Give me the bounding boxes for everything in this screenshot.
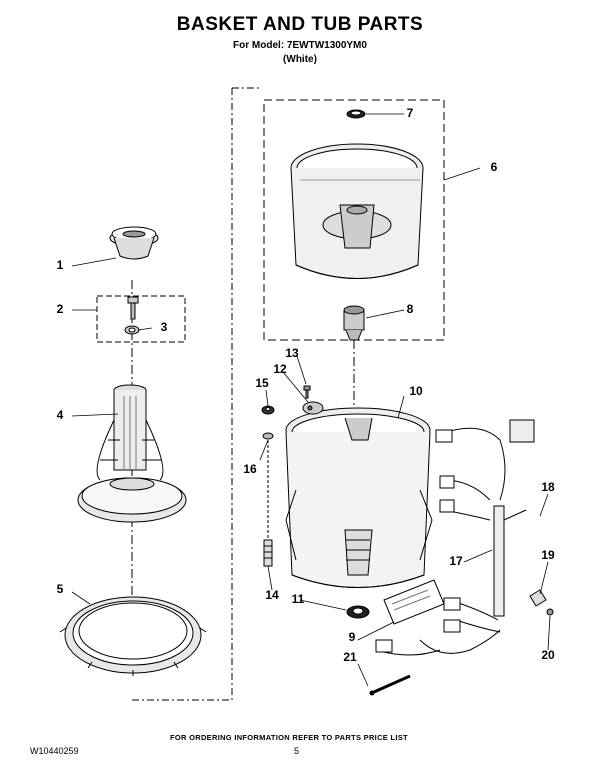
tub-seal-icon — [346, 605, 370, 619]
callout-19: 19 — [541, 548, 555, 562]
callout-16: 16 — [243, 462, 257, 476]
assembly-boundary-line — [130, 88, 233, 701]
callout-21: 21 — [343, 650, 357, 664]
wash-basket-icon — [290, 143, 424, 279]
agitator-icon — [77, 384, 187, 523]
callout-6: 6 — [490, 160, 498, 174]
callout-12: 12 — [273, 362, 287, 376]
tub-ring-icon — [59, 596, 207, 676]
screw-icon — [546, 608, 554, 616]
callout-5: 5 — [56, 582, 64, 596]
callout-1: 1 — [56, 258, 64, 272]
callout-18: 18 — [541, 480, 555, 494]
bracket-icon — [529, 589, 547, 607]
color-subtitle: (White) — [283, 54, 317, 65]
grommet-icon — [261, 405, 275, 415]
callout-8: 8 — [406, 302, 414, 316]
model-subtitle: For Model: 7EWTW1300YM0 — [233, 40, 367, 51]
outer-tub-icon — [285, 407, 433, 588]
callout-3: 3 — [160, 320, 168, 334]
label-icon — [383, 579, 445, 625]
callout-9: 9 — [348, 630, 356, 644]
leader-lines — [71, 113, 551, 687]
page-title: BASKET AND TUB PARTS — [176, 14, 424, 35]
pin-icon — [262, 432, 274, 540]
washer-icon — [124, 325, 140, 335]
seal-icon — [346, 109, 366, 119]
callout-17: 17 — [449, 554, 463, 568]
sensor-tube-icon — [493, 505, 527, 617]
bolt-kit-bracket-icon — [127, 296, 139, 320]
clip-icon — [302, 401, 324, 415]
callout-14: 14 — [265, 588, 279, 602]
hose-tie-icon — [369, 674, 411, 696]
agitator-cap-icon — [109, 226, 159, 260]
callout-13: 13 — [285, 346, 299, 360]
wire-harness-icon — [375, 419, 535, 656]
page-number: 5 — [294, 746, 300, 756]
bolt-kit-group-box — [96, 295, 186, 343]
document-number: W10440259 — [30, 746, 79, 756]
ordering-note: FOR ORDERING INFORMATION REFER TO PARTS … — [170, 733, 408, 742]
callout-11: 11 — [291, 592, 305, 606]
spring-icon — [263, 539, 273, 567]
hub-nut-icon — [343, 305, 365, 341]
callout-10: 10 — [409, 384, 423, 398]
callout-7: 7 — [406, 106, 414, 120]
callout-20: 20 — [541, 648, 555, 662]
callout-15: 15 — [255, 376, 269, 390]
callout-2: 2 — [56, 302, 64, 316]
callout-4: 4 — [56, 408, 64, 422]
screw-icon — [303, 385, 311, 399]
